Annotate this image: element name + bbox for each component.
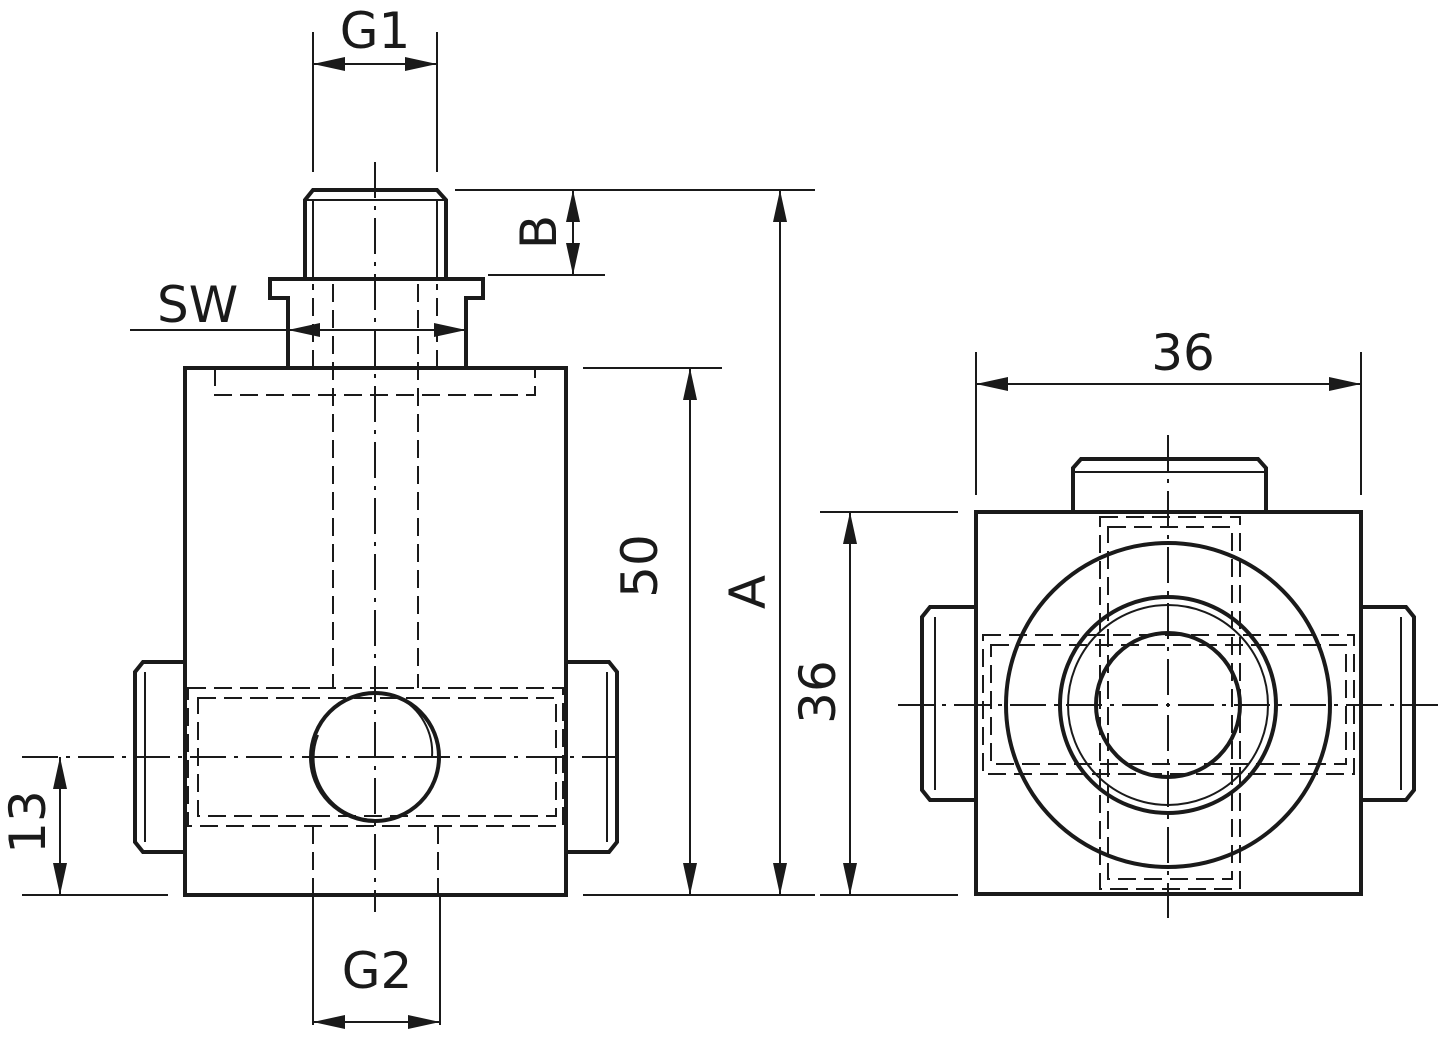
b-arrow-top [566,190,580,222]
height-a-arrow-bottom [773,863,787,895]
g1-arrow-left [313,57,345,71]
front-right-port [1361,605,1416,802]
height-50-label: 50 [611,534,669,598]
front-outer-face-circle [1004,541,1332,869]
front-height-label: 36 [789,660,847,724]
g2-arrow-left [313,1015,345,1029]
sw-label: SW [157,276,238,334]
sw-arrow-left [288,323,320,337]
g1-label: G1 [340,2,411,60]
port-height-arrow-top [53,757,67,789]
front-hidden-vertical-bore-outer [1099,516,1241,890]
g1-arrow-right [405,57,437,71]
hex-collar-outline [268,277,485,368]
front-top-nipple [1071,457,1268,512]
port-height-arrow-bottom [53,863,67,895]
front-width-arrow-left [976,377,1008,391]
g2-label: G2 [342,942,413,1000]
front-seat-circle-outer [1058,595,1278,815]
g2-arrow-right [408,1015,440,1029]
front-height-arrow-bottom [843,863,857,895]
front-width-label: 36 [1151,324,1215,382]
height-50-arrow-top [683,368,697,400]
side-view: G1 SW B 50 A 13 [0,2,815,1029]
side-port-thread-arc [312,734,376,821]
front-hidden-vertical-bore-inner [1107,526,1233,880]
sw-arrow-right [434,323,466,337]
height-50-arrow-bottom [683,863,697,895]
side-port-thread-arc-2 [397,696,434,758]
front-hidden-horizontal-bore-inner [990,644,1347,765]
port-height-label: 13 [0,790,57,854]
height-a-arrow-top [773,190,787,222]
b-arrow-bottom [566,243,580,275]
front-height-arrow-top [843,512,857,544]
front-view: 36 36 [789,324,1440,918]
height-a-label: A [719,575,777,609]
front-width-arrow-right [1329,377,1361,391]
b-label: B [510,215,568,249]
front-left-port [920,605,976,802]
